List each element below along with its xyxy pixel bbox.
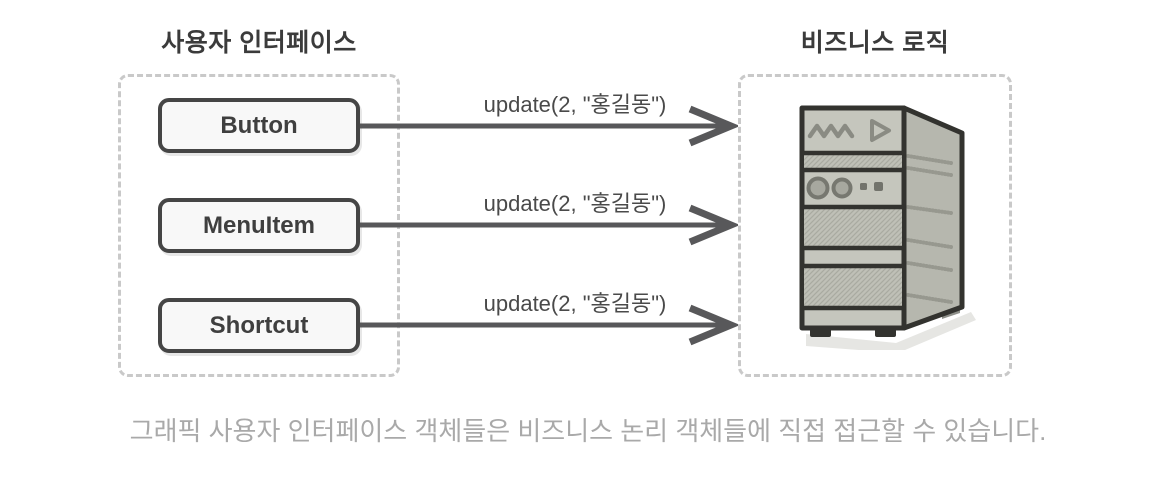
arrow-button-to-logic	[360, 105, 738, 147]
server-panel-hatched	[804, 268, 902, 306]
node-shortcut: Shortcut	[158, 298, 360, 353]
server-panel-hatched	[804, 155, 902, 168]
server-panel-hatched	[804, 209, 902, 246]
node-menuitem-label: MenuItem	[202, 211, 315, 239]
panel-separators	[802, 150, 904, 311]
knob-icon	[831, 177, 853, 199]
caption-text: 그래픽 사용자 인터페이스 객체들은 비즈니스 논리 객체들에 직접 접근할 수…	[129, 416, 1047, 446]
arrowhead-icon	[688, 304, 738, 346]
node-button: Button	[158, 98, 360, 153]
node-shortcut-label: Shortcut	[209, 311, 309, 339]
zigzag-wave-icon	[807, 123, 855, 139]
arrow-shortcut-to-logic	[360, 304, 738, 346]
arrow-label-update-2: update(2, "홍길동")	[483, 191, 667, 216]
business-logic-group-box	[738, 74, 1012, 377]
server-tower-icon	[799, 105, 976, 350]
vent-slots-icon	[906, 154, 953, 304]
arrow-label-update-3: update(2, "홍길동")	[483, 291, 667, 316]
server-shadow	[806, 312, 976, 350]
play-triangle-icon	[870, 119, 891, 142]
arrowhead-icon	[688, 105, 738, 147]
knob-icon	[806, 176, 830, 200]
right-panel-title: 비즈니스 로직	[800, 29, 950, 57]
node-menuitem: MenuItem	[158, 198, 360, 253]
small-button-icon	[874, 182, 883, 191]
arrow-label-update-1: update(2, "홍길동")	[483, 92, 667, 117]
arrowhead-icon	[688, 204, 738, 246]
small-button-icon	[860, 183, 867, 190]
node-button-label: Button	[220, 111, 298, 139]
left-panel-title: 사용자 인터페이스	[161, 29, 357, 57]
arrow-menuitem-to-logic	[360, 204, 738, 246]
